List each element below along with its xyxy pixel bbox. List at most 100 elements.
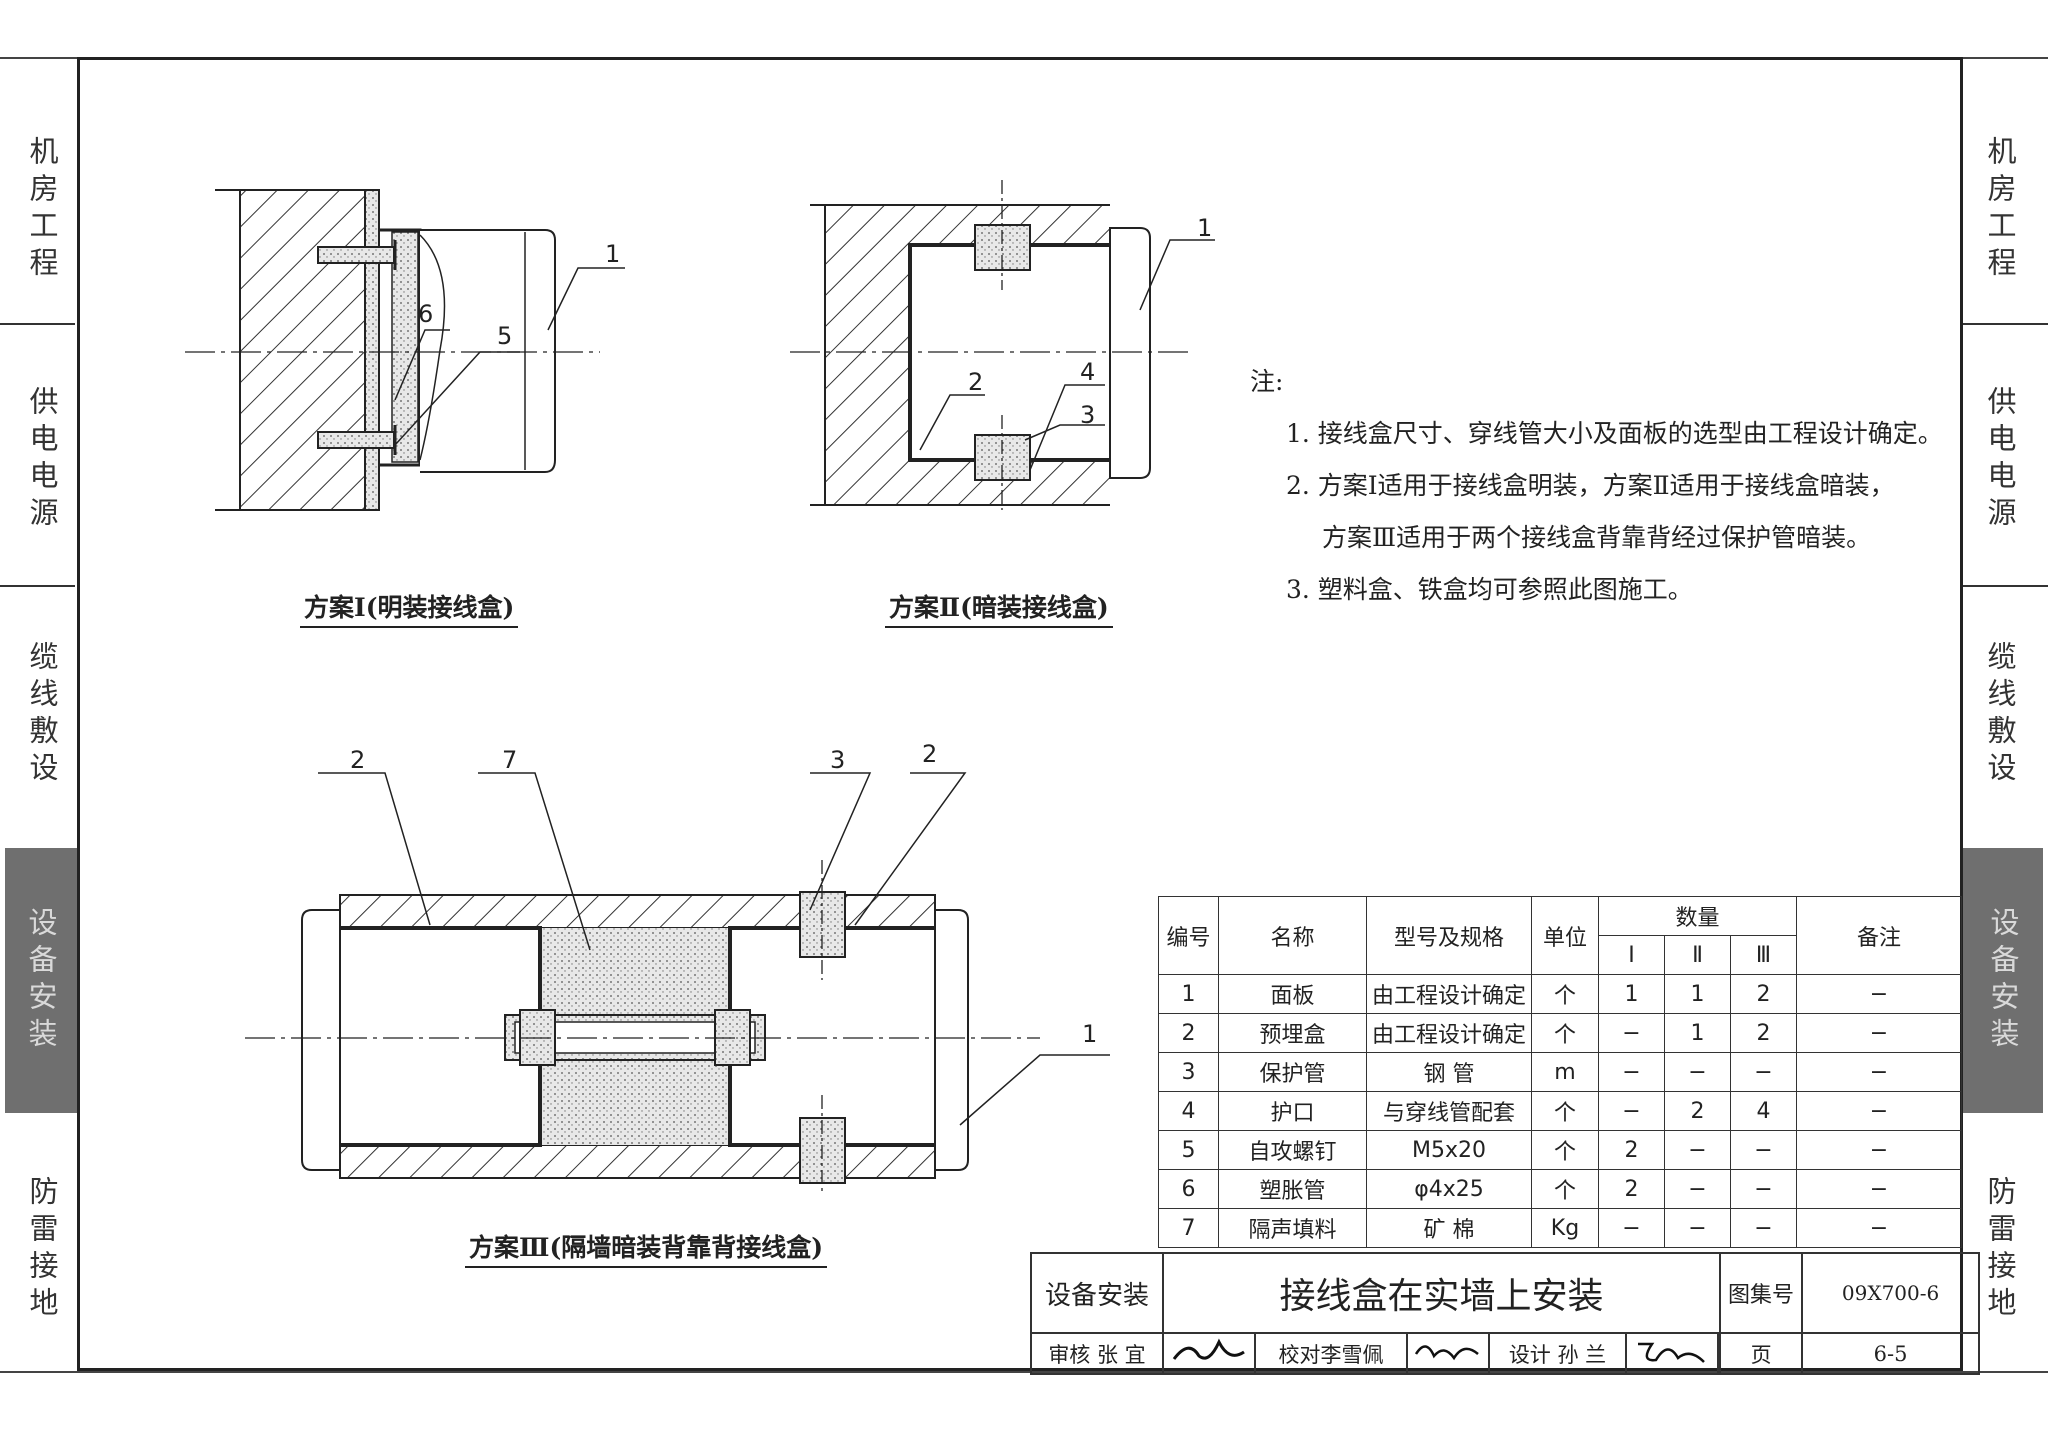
side-tab-label: 防雷接地 — [25, 1176, 59, 1324]
cell-name: 保护管 — [1218, 1052, 1367, 1092]
side-separator — [1963, 585, 2048, 587]
cell-unit: 个 — [1531, 1130, 1599, 1170]
header-remark: 备注 — [1796, 896, 1962, 975]
callout-label: 2 — [968, 368, 983, 396]
side-tab-label: 供电电源 — [1983, 386, 2017, 534]
cell-q2: − — [1664, 1052, 1731, 1092]
cell-name: 预埋盒 — [1218, 1013, 1367, 1053]
notes-block: 注: 1. 接线盒尺寸、穿线管大小及面板的选型由工程设计确定。 2. 方案Ⅰ适用… — [1250, 356, 1943, 616]
scheme-1-caption: 方案Ⅰ(明装接线盒) — [300, 588, 519, 628]
header-q2: Ⅱ — [1664, 935, 1731, 975]
cell-q2: − — [1664, 1169, 1731, 1209]
cell-unit: Kg — [1531, 1208, 1599, 1248]
title-category: 设备安装 — [1030, 1252, 1164, 1334]
side-tab-left-4-active[interactable]: 设备安装 — [5, 848, 77, 1113]
cell-no: 6 — [1158, 1169, 1219, 1209]
cell-q3: − — [1730, 1052, 1797, 1092]
cell-q3: 4 — [1730, 1091, 1797, 1131]
cell-q2: − — [1664, 1208, 1731, 1248]
side-separator — [1963, 323, 2048, 325]
cell-spec: M5x20 — [1366, 1130, 1532, 1170]
callout-label: 6 — [418, 300, 433, 328]
note-item: 3. 塑料盒、铁盒均可参照此图施工。 — [1286, 575, 1693, 604]
table-row: 5 自攻螺钉 M5x20 个 2 − − − — [1158, 1130, 1962, 1170]
note-item: 2. 方案Ⅰ适用于接线盒明装，方案Ⅱ适用于接线盒暗装， — [1286, 471, 1895, 500]
cell-remark: − — [1796, 1013, 1962, 1053]
side-separator — [0, 585, 75, 587]
cell-q1: − — [1598, 1052, 1665, 1092]
cell-q2: − — [1664, 1130, 1731, 1170]
materials-table: 编号 名称 型号及规格 单位 数量 备注 Ⅰ Ⅱ Ⅲ 1 面板 由工程设计确定 … — [1158, 896, 1962, 1248]
notes-heading: 注: — [1250, 367, 1284, 396]
side-tab-label: 防雷接地 — [1983, 1176, 2017, 1324]
cell-remark: − — [1796, 1091, 1962, 1131]
signature-scribble — [1638, 1342, 1705, 1363]
cell-unit: 个 — [1531, 974, 1599, 1014]
side-tab-label: 缆线敷设 — [25, 641, 59, 789]
cell-unit: 个 — [1531, 1169, 1599, 1209]
cell-remark: − — [1796, 974, 1962, 1014]
cell-q2: 2 — [1664, 1091, 1731, 1131]
cell-remark: − — [1796, 1130, 1962, 1170]
cell-no: 5 — [1158, 1130, 1219, 1170]
side-separator — [0, 323, 75, 325]
side-tab-label: 供电电源 — [25, 386, 59, 534]
callout-label: 1 — [605, 240, 620, 268]
side-tab-right-1[interactable]: 机房工程 — [1968, 95, 2032, 325]
designer-signature — [1625, 1332, 1719, 1375]
cell-no: 7 — [1158, 1208, 1219, 1248]
cell-unit: 个 — [1531, 1013, 1599, 1053]
designer-name: 孙 兰 — [1557, 1342, 1607, 1367]
check-label: 校对 — [1278, 1342, 1321, 1367]
header-spec: 型号及规格 — [1366, 896, 1532, 975]
cell-no: 4 — [1158, 1091, 1219, 1131]
note-item: 1. 接线盒尺寸、穿线管大小及面板的选型由工程设计确定。 — [1286, 419, 1943, 448]
side-tab-left-2[interactable]: 供电电源 — [10, 360, 74, 560]
cell-spec: 由工程设计确定 — [1366, 1013, 1532, 1053]
side-tab-right-4-active[interactable]: 设备安装 — [1963, 848, 2043, 1113]
cell-q1: 1 — [1598, 974, 1665, 1014]
cell-spec: 与穿线管配套 — [1366, 1091, 1532, 1131]
cell-no: 3 — [1158, 1052, 1219, 1092]
cell-q1: − — [1598, 1013, 1665, 1053]
cell-q3: − — [1730, 1169, 1797, 1209]
cell-q3: − — [1730, 1208, 1797, 1248]
side-tab-right-5[interactable]: 防雷接地 — [1968, 1150, 2032, 1350]
side-tab-right-2[interactable]: 供电电源 — [1968, 360, 2032, 560]
cell-no: 2 — [1158, 1013, 1219, 1053]
side-tab-label: 缆线敷设 — [1983, 641, 2017, 789]
reviewer-signature — [1162, 1332, 1256, 1375]
callout-label: 3 — [830, 746, 845, 774]
side-tab-left-1[interactable]: 机房工程 — [10, 95, 74, 325]
cell-q1: − — [1598, 1208, 1665, 1248]
table-row: 3 保护管 钢 管 m − − − − — [1158, 1052, 1962, 1092]
cell-name: 护口 — [1218, 1091, 1367, 1131]
signature-scribble — [1414, 1345, 1479, 1361]
table-row: 7 隔声填料 矿 棉 Kg − − − − — [1158, 1208, 1962, 1248]
side-tab-left-5[interactable]: 防雷接地 — [10, 1150, 74, 1350]
cell-unit: m — [1531, 1052, 1599, 1092]
callout-label: 1 — [1197, 214, 1212, 242]
cell-spec: 矿 棉 — [1366, 1208, 1532, 1248]
scheme-2-caption: 方案Ⅱ(暗装接线盒) — [885, 588, 1113, 628]
side-tab-left-3[interactable]: 缆线敷设 — [10, 620, 74, 810]
callout-label: 2 — [922, 740, 937, 768]
cell-q3: − — [1730, 1130, 1797, 1170]
cell-name: 面板 — [1218, 974, 1367, 1014]
table-row: 4 护口 与穿线管配套 个 − 2 4 − — [1158, 1091, 1962, 1131]
cell-q3: 2 — [1730, 974, 1797, 1014]
title-block: 设备安装 接线盒在实墙上安装 图集号 09X700-6 审核 张 宜 校对李雪佩… — [1030, 1252, 1981, 1375]
scheme-3-drawing — [245, 772, 1110, 1195]
cell-spec: 由工程设计确定 — [1366, 974, 1532, 1014]
checker-name: 李雪佩 — [1320, 1342, 1384, 1367]
atlas-number: 09X700-6 — [1801, 1252, 1981, 1334]
callout-label: 7 — [502, 746, 517, 774]
cell-q1: 2 — [1598, 1169, 1665, 1209]
cell-spec: 钢 管 — [1366, 1052, 1532, 1092]
side-tab-right-3[interactable]: 缆线敷设 — [1968, 620, 2032, 810]
checker-signature — [1406, 1332, 1490, 1375]
cell-remark: − — [1796, 1169, 1962, 1209]
callout-label: 4 — [1080, 358, 1095, 386]
cell-spec: φ4x25 — [1366, 1169, 1532, 1209]
